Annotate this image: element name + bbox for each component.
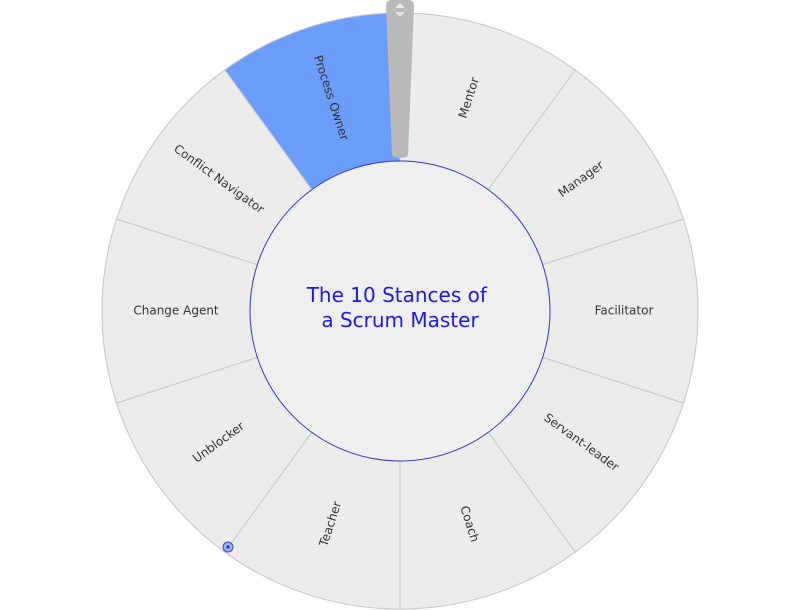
pointer-needle[interactable] bbox=[386, 0, 414, 158]
segment-label-facilitator: Facilitator bbox=[595, 304, 654, 318]
wheel-pointer[interactable] bbox=[386, 0, 414, 158]
handle-dot-center bbox=[226, 545, 230, 549]
pointer-grip-icon bbox=[395, 3, 405, 17]
wheel-segments: MentorManagerFacilitatorServant-leaderCo… bbox=[101, 12, 699, 610]
selection-handle[interactable] bbox=[222, 541, 234, 553]
segment-label-change-agent: Change Agent bbox=[133, 304, 219, 318]
wheel-title-line-2: a Scrum Master bbox=[321, 308, 479, 332]
wheel-title-line-1: The 10 Stances of bbox=[306, 283, 488, 307]
wheel-title: The 10 Stances of a Scrum Master bbox=[306, 283, 494, 332]
wheel-center bbox=[249, 160, 551, 462]
